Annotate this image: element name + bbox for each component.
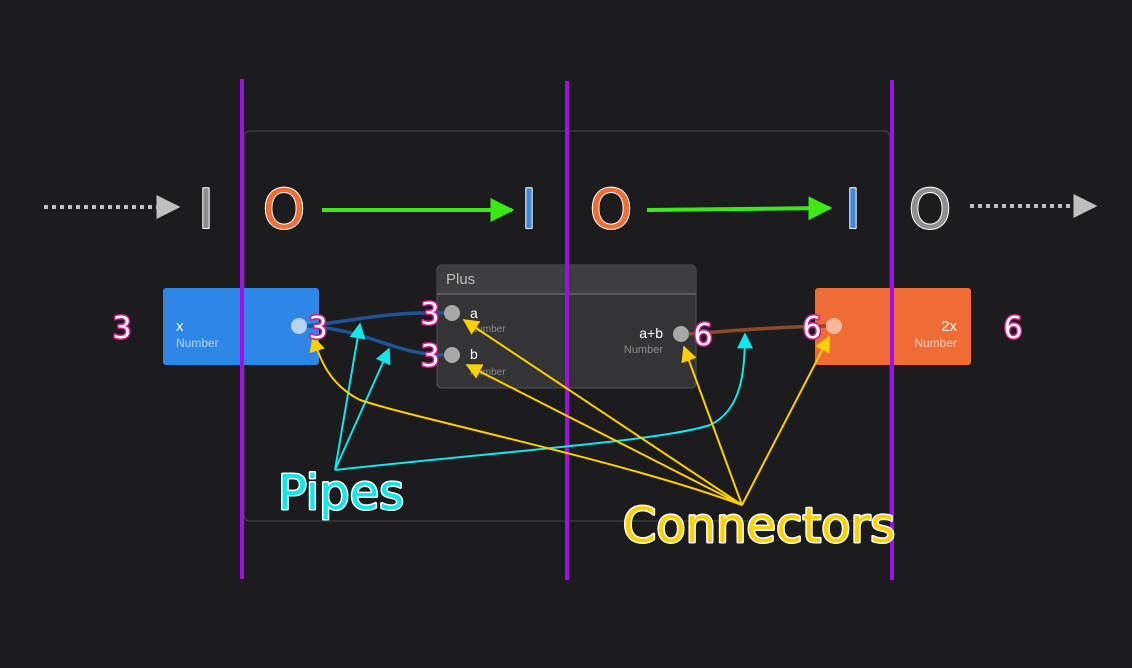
plus-a-value: 3: [420, 297, 439, 332]
connectors-arrow-2: [462, 319, 743, 506]
input-node-label: x: [176, 318, 184, 335]
output-node-label: 2x: [941, 318, 957, 335]
io-label-1: I: [198, 178, 214, 241]
io-label-6: O: [909, 178, 952, 241]
input-node-type: Number: [176, 336, 219, 350]
plus-output-connector[interactable]: [673, 326, 689, 342]
output-connector-value: 6: [802, 311, 821, 346]
io-label-3: I: [521, 178, 537, 241]
pipe-x-to-a[interactable]: [306, 311, 445, 328]
connectors-annotation: Connectors: [623, 498, 896, 554]
plus-out-value: 6: [693, 318, 712, 353]
pipes-arrow-1: [334, 322, 366, 471]
connectors-arrow-4: [681, 345, 743, 506]
connectors-arrow-3: [465, 364, 743, 506]
flow-arrow-2: [646, 196, 833, 221]
io-label-5: I: [845, 178, 861, 241]
pipe-x-to-b[interactable]: [306, 324, 445, 357]
pipe-sum-to-output[interactable]: [688, 324, 827, 336]
plus-input-b-connector[interactable]: [444, 347, 460, 363]
io-label-4: O: [590, 178, 633, 241]
plus-input-b-label: b: [470, 346, 478, 362]
pipes-annotation: Pipes: [278, 465, 404, 521]
output-node-input-connector[interactable]: [826, 318, 842, 334]
output-value: 6: [1003, 311, 1022, 346]
pipes-arrow-3: [334, 332, 753, 471]
input-node-output-connector[interactable]: [291, 318, 307, 334]
plus-input-b-type: Number: [470, 367, 506, 378]
connectors-arrow-5: [741, 335, 830, 506]
input-connector-value: 3: [308, 311, 327, 346]
io-label-2: O: [263, 178, 306, 241]
plus-input-a-connector[interactable]: [444, 305, 460, 321]
plus-b-value: 3: [420, 339, 439, 374]
connectors-arrow-1: [309, 335, 743, 506]
plus-input-a-type: Number: [470, 324, 506, 335]
plus-output-type: Number: [624, 344, 663, 356]
pipes-arrow-2: [334, 347, 391, 471]
plus-node-title: Plus: [446, 271, 475, 288]
plus-output-label: a+b: [639, 325, 663, 341]
input-value: 3: [112, 311, 131, 346]
plus-input-a-label: a: [470, 305, 478, 321]
output-node-type: Number: [914, 336, 957, 350]
